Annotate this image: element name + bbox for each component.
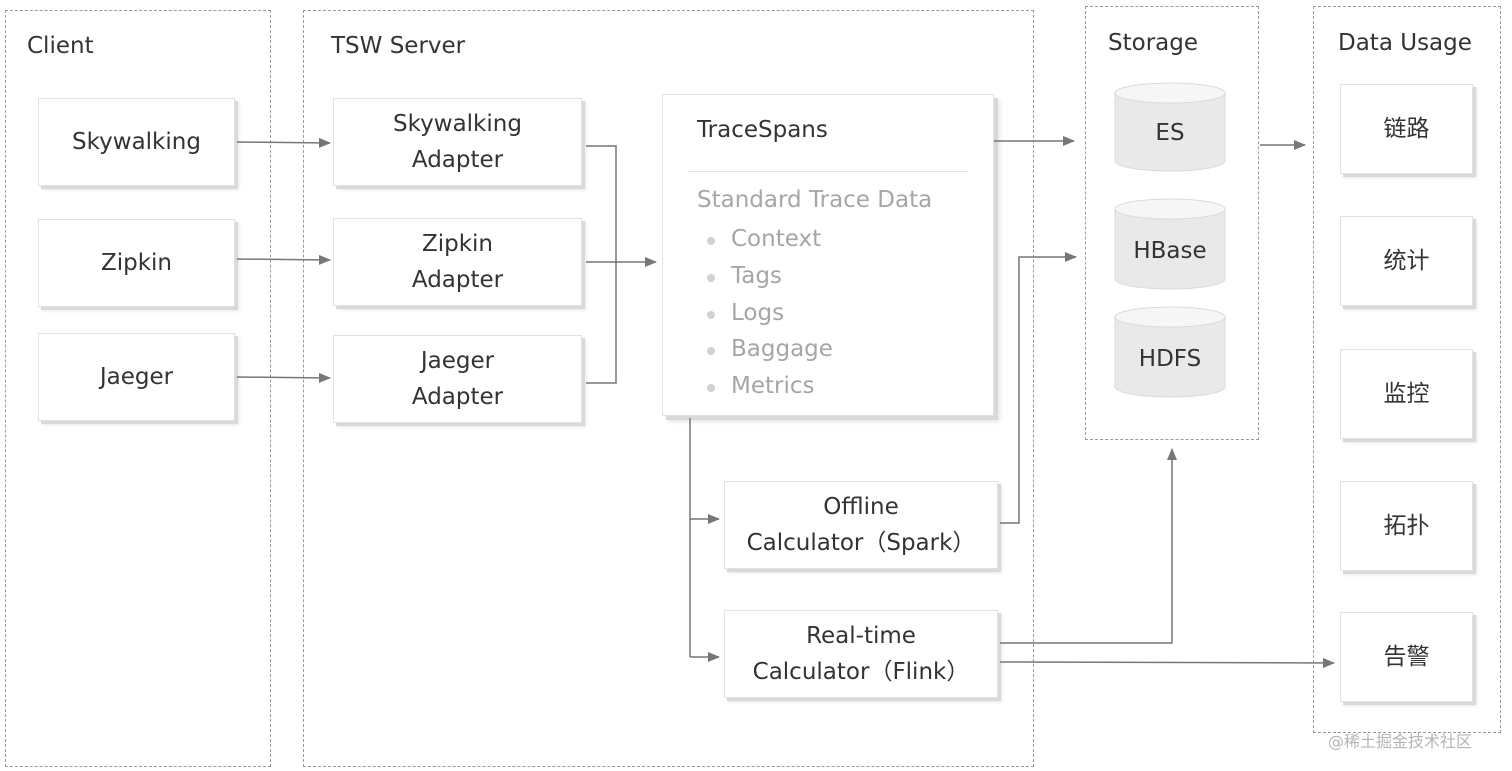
storage-hbase: HBase xyxy=(1114,198,1226,290)
storage-hbase-label: HBase xyxy=(1133,238,1207,264)
usage-monitoring: 监控 xyxy=(1340,349,1473,439)
usage-trace: 链路 xyxy=(1340,84,1473,174)
storage-es: ES xyxy=(1114,82,1226,172)
trace-spans-subtitle: Standard Trace Data xyxy=(697,187,933,213)
arrow-jaeger-to-adapter xyxy=(236,372,331,383)
offline-calculator-line2: Calculator（Spark） xyxy=(746,530,976,556)
trace-item-baggage: Baggage xyxy=(707,331,833,368)
arrow-offline-to-storage xyxy=(1000,252,1077,524)
client-group xyxy=(5,10,271,767)
client-skywalking: Skywalking xyxy=(38,98,235,186)
trace-spans-list: Context Tags Logs Baggage Metrics xyxy=(707,221,833,405)
usage-trace-label: 链路 xyxy=(1383,116,1430,142)
realtime-calculator-line2: Calculator（Flink） xyxy=(752,659,970,685)
storage-group-title: Storage xyxy=(1108,30,1198,56)
adapter-skywalking-line2: Adapter xyxy=(411,147,504,173)
trace-spans-box: TraceSpans Standard Trace Data Context T… xyxy=(662,94,994,416)
usage-topology: 拓扑 xyxy=(1340,481,1473,571)
adapter-zipkin-line1: Zipkin xyxy=(421,231,494,257)
realtime-calculator-line1: Real-time xyxy=(806,623,916,649)
trace-item-tags: Tags xyxy=(707,258,833,295)
database-icon xyxy=(1114,198,1226,290)
adapter-jaeger-line2: Adapter xyxy=(411,384,504,410)
trace-item-logs: Logs xyxy=(707,295,833,332)
usage-alert-label: 告警 xyxy=(1383,644,1430,670)
arrow-realtime-to-alert xyxy=(999,657,1335,668)
usage-alert: 告警 xyxy=(1340,612,1473,702)
storage-group xyxy=(1085,6,1259,440)
adapter-zipkin-line2: Adapter xyxy=(411,267,504,293)
data-usage-group-title: Data Usage xyxy=(1338,30,1472,56)
adapter-skywalking-line1: Skywalking xyxy=(393,111,522,137)
tsw-server-group xyxy=(303,10,1034,767)
database-icon xyxy=(1114,306,1226,398)
offline-calculator: Offline Calculator（Spark） xyxy=(724,481,998,569)
client-jaeger-label: Jaeger xyxy=(99,364,174,390)
client-group-title: Client xyxy=(27,33,94,59)
adapter-jaeger: Jaeger Adapter xyxy=(333,335,582,423)
adapter-jaeger-line1: Jaeger xyxy=(420,348,495,374)
watermark: @稀土掘金技术社区 xyxy=(1328,732,1473,751)
arrow-zipkin-to-adapter xyxy=(236,254,331,265)
client-zipkin: Zipkin xyxy=(38,219,235,307)
client-zipkin-label: Zipkin xyxy=(100,250,173,276)
tsw-server-group-title: TSW Server xyxy=(331,33,466,59)
realtime-calculator: Real-time Calculator（Flink） xyxy=(724,610,998,698)
bracket-adapters xyxy=(586,145,617,384)
data-usage-group xyxy=(1313,6,1501,733)
trace-spans-title: TraceSpans xyxy=(697,117,828,143)
client-jaeger: Jaeger xyxy=(38,333,235,421)
storage-hdfs-label: HDFS xyxy=(1138,346,1202,372)
storage-es-label: ES xyxy=(1155,120,1185,146)
storage-hdfs: HDFS xyxy=(1114,306,1226,398)
client-skywalking-label: Skywalking xyxy=(72,129,201,155)
usage-topology-label: 拓扑 xyxy=(1383,513,1430,539)
arrow-skywalking-to-adapter xyxy=(236,137,331,148)
usage-monitoring-label: 监控 xyxy=(1383,381,1430,407)
trace-item-context: Context xyxy=(707,221,833,258)
trace-spans-divider xyxy=(687,171,969,172)
database-icon xyxy=(1114,82,1226,172)
usage-statistics: 统计 xyxy=(1340,216,1473,306)
usage-statistics-label: 统计 xyxy=(1383,248,1430,274)
arrow-realtime-to-storage xyxy=(1000,448,1177,644)
offline-calculator-line1: Offline xyxy=(823,494,899,520)
adapter-skywalking: Skywalking Adapter xyxy=(333,98,582,186)
adapter-zipkin: Zipkin Adapter xyxy=(333,218,582,306)
trace-item-metrics: Metrics xyxy=(707,368,833,405)
